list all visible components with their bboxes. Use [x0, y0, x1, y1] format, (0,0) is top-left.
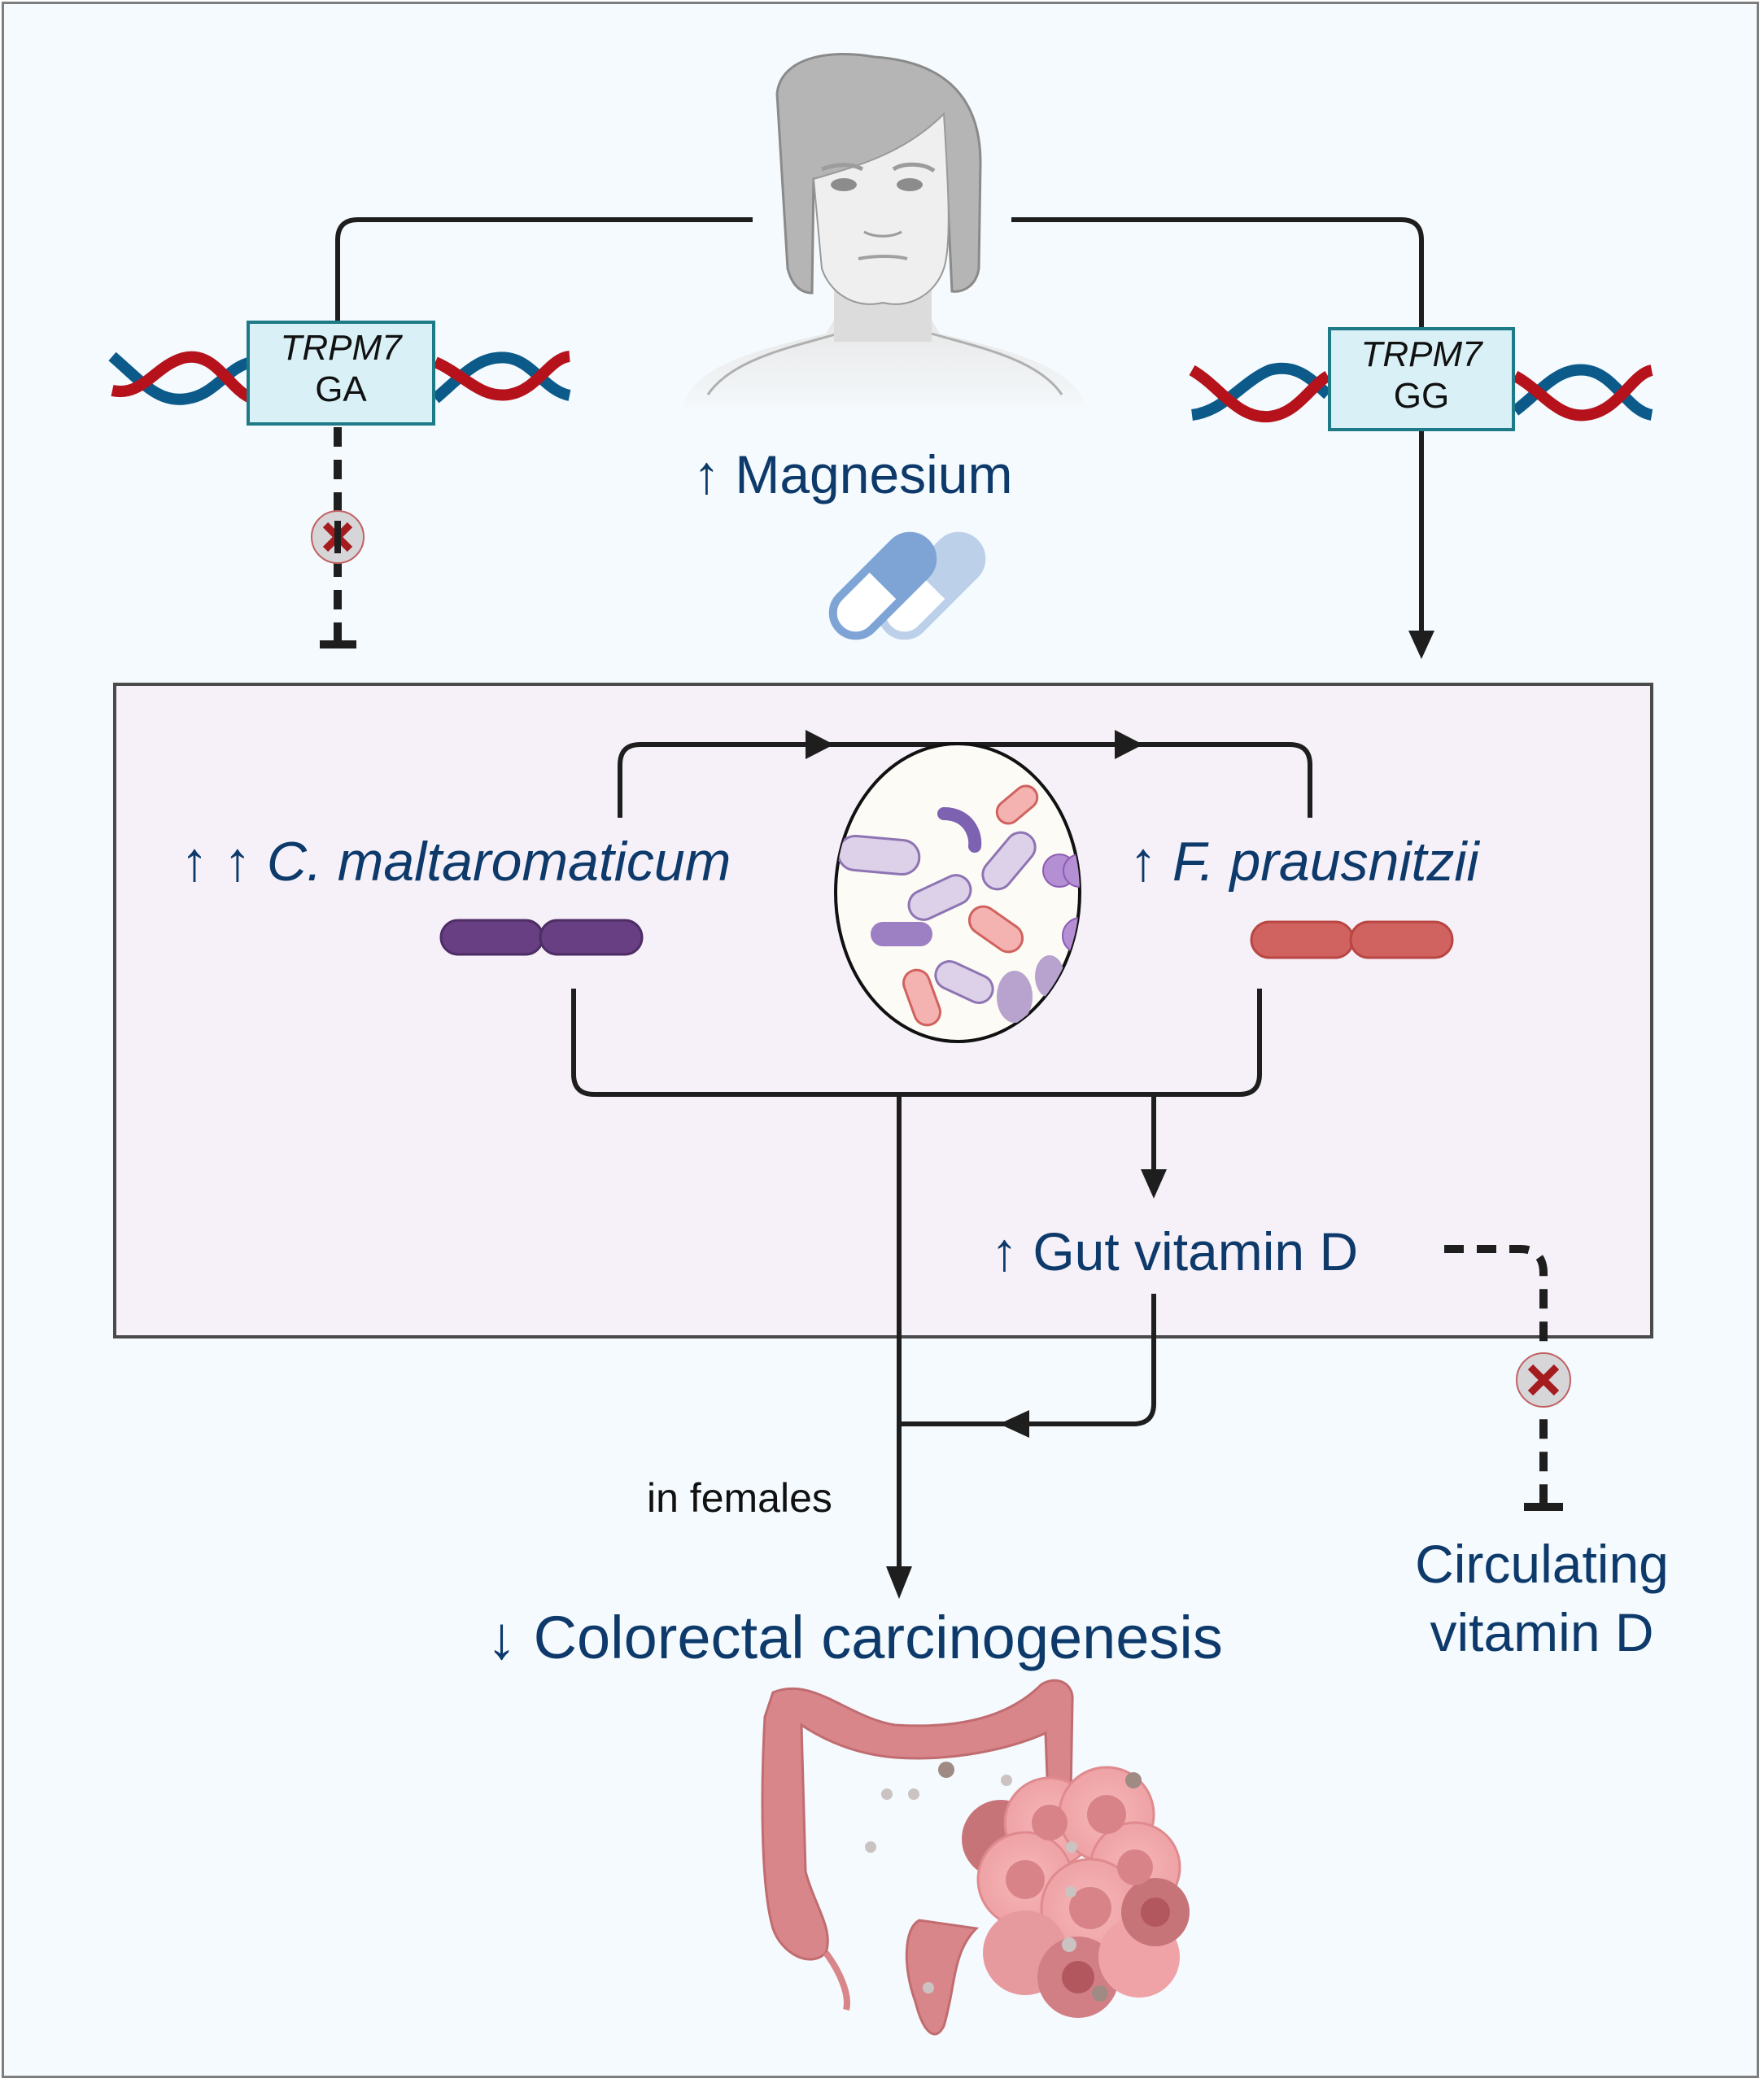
f-prausnitzii-label: ↑ F. prausnitzii	[1129, 831, 1479, 893]
genotype-ga: GA	[315, 369, 367, 409]
gut-to-circulating-dashed	[1444, 1245, 1548, 1505]
circulating-vitamin-d-label: Circulating vitamin D	[1415, 1534, 1669, 1662]
trpm7-gg-gene-box: TRPM7 GG	[1328, 327, 1515, 431]
c-maltaromaticum-label: ↑ ↑ C. maltaromaticum	[181, 831, 731, 893]
bracket-bacteria-combined	[571, 989, 1262, 1097]
double-up-arrow-icon: ↑ ↑	[181, 831, 251, 893]
f-prausnitzii-bacterium-icon	[1250, 920, 1454, 959]
colorectal-carcinogenesis-label: ↓ Colorectal carcinogenesis	[487, 1604, 1223, 1671]
genotype-gg: GG	[1393, 376, 1450, 416]
bracket-arrowhead-2	[1115, 730, 1143, 759]
bracket-arrowhead-1	[806, 730, 834, 759]
colon-tumor-icon	[761, 1679, 1190, 2036]
magnesium-label: ↑ Magnesium	[693, 444, 1013, 504]
connector-woman-to-gg	[1011, 217, 1424, 327]
gene-name-ga: TRPM7	[280, 328, 402, 368]
woman-portrait-icon	[683, 52, 1086, 407]
capsule-pills-icon	[828, 531, 986, 640]
up-arrow-icon: ↑	[1129, 831, 1157, 893]
connector-woman-to-ga	[335, 217, 753, 321]
gut-microbiome-icon	[834, 742, 1081, 1043]
c-maltaromaticum-bacterium-icon	[439, 919, 644, 956]
blocked-x-icon-left	[311, 510, 365, 564]
gene-name-gg: TRPM7	[1360, 334, 1482, 374]
gut-vitamin-d-label: ↑ Gut vitamin D	[991, 1221, 1359, 1282]
in-females-label: in females	[647, 1475, 832, 1521]
dna-helix-icon-right	[1189, 362, 1654, 423]
merge-arrowhead	[999, 1410, 1029, 1438]
blocked-x-icon-right	[1516, 1352, 1571, 1408]
up-arrow-icon: ↑	[991, 1221, 1018, 1282]
trpm7-ga-gene-box: TRPM7 GA	[247, 321, 435, 426]
dna-helix-icon-left	[108, 351, 571, 405]
gg-activation-arrowhead	[1408, 631, 1434, 659]
arrowhead-colorectal	[886, 1566, 912, 1599]
up-arrow-icon: ↑	[693, 444, 720, 504]
down-arrow-icon: ↓	[487, 1604, 517, 1671]
arrowhead-gut-vitamin-d	[1141, 1169, 1167, 1199]
gut-vitamin-d-to-main	[899, 1294, 1156, 1426]
